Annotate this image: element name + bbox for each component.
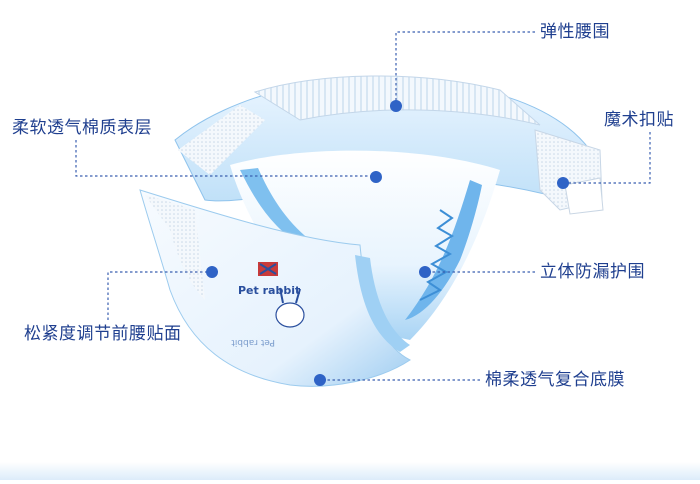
brand-print: Pet rabbit [238, 284, 300, 297]
label-backsheet: 棉柔透气复合底膜 [485, 370, 625, 390]
leader-elastic-waistband [395, 31, 535, 104]
leader-soft-surface [75, 140, 375, 177]
marker-soft-surface [370, 171, 382, 183]
label-elastic-waistband: 弹性腰围 [540, 22, 610, 42]
leak-guard-right-ruffle [419, 209, 454, 301]
left-back-tab [178, 105, 265, 175]
front-panel [139, 189, 411, 387]
label-leak-guard: 立体防漏护围 [540, 262, 645, 282]
leak-guard-left [240, 168, 310, 245]
marker-backsheet [314, 374, 326, 386]
rabbit-print: Pet rabbit [238, 262, 305, 328]
mirrored-print: Pet rabbit [231, 337, 275, 347]
flag-mark [259, 263, 277, 275]
leader-velcro-tab [565, 132, 651, 184]
front-waist-patch [145, 195, 205, 300]
marker-leak-guard [419, 266, 431, 278]
label-velcro-tab: 魔术扣贴 [604, 110, 674, 130]
leader-front-waist-patch [107, 271, 211, 320]
marker-front-waist-patch [206, 266, 218, 278]
bottom-band [0, 462, 700, 480]
rabbit-icon [275, 302, 305, 328]
leak-guard-right [405, 180, 482, 320]
velcro-tab-tip [564, 177, 604, 215]
label-soft-surface: 柔软透气棉质表层 [12, 118, 152, 138]
marker-velcro-tab [557, 177, 569, 189]
front-right-ruffle [355, 255, 410, 352]
label-front-waist-patch: 松紧度调节前腰贴面 [24, 324, 182, 344]
marker-elastic-waistband [390, 100, 402, 112]
